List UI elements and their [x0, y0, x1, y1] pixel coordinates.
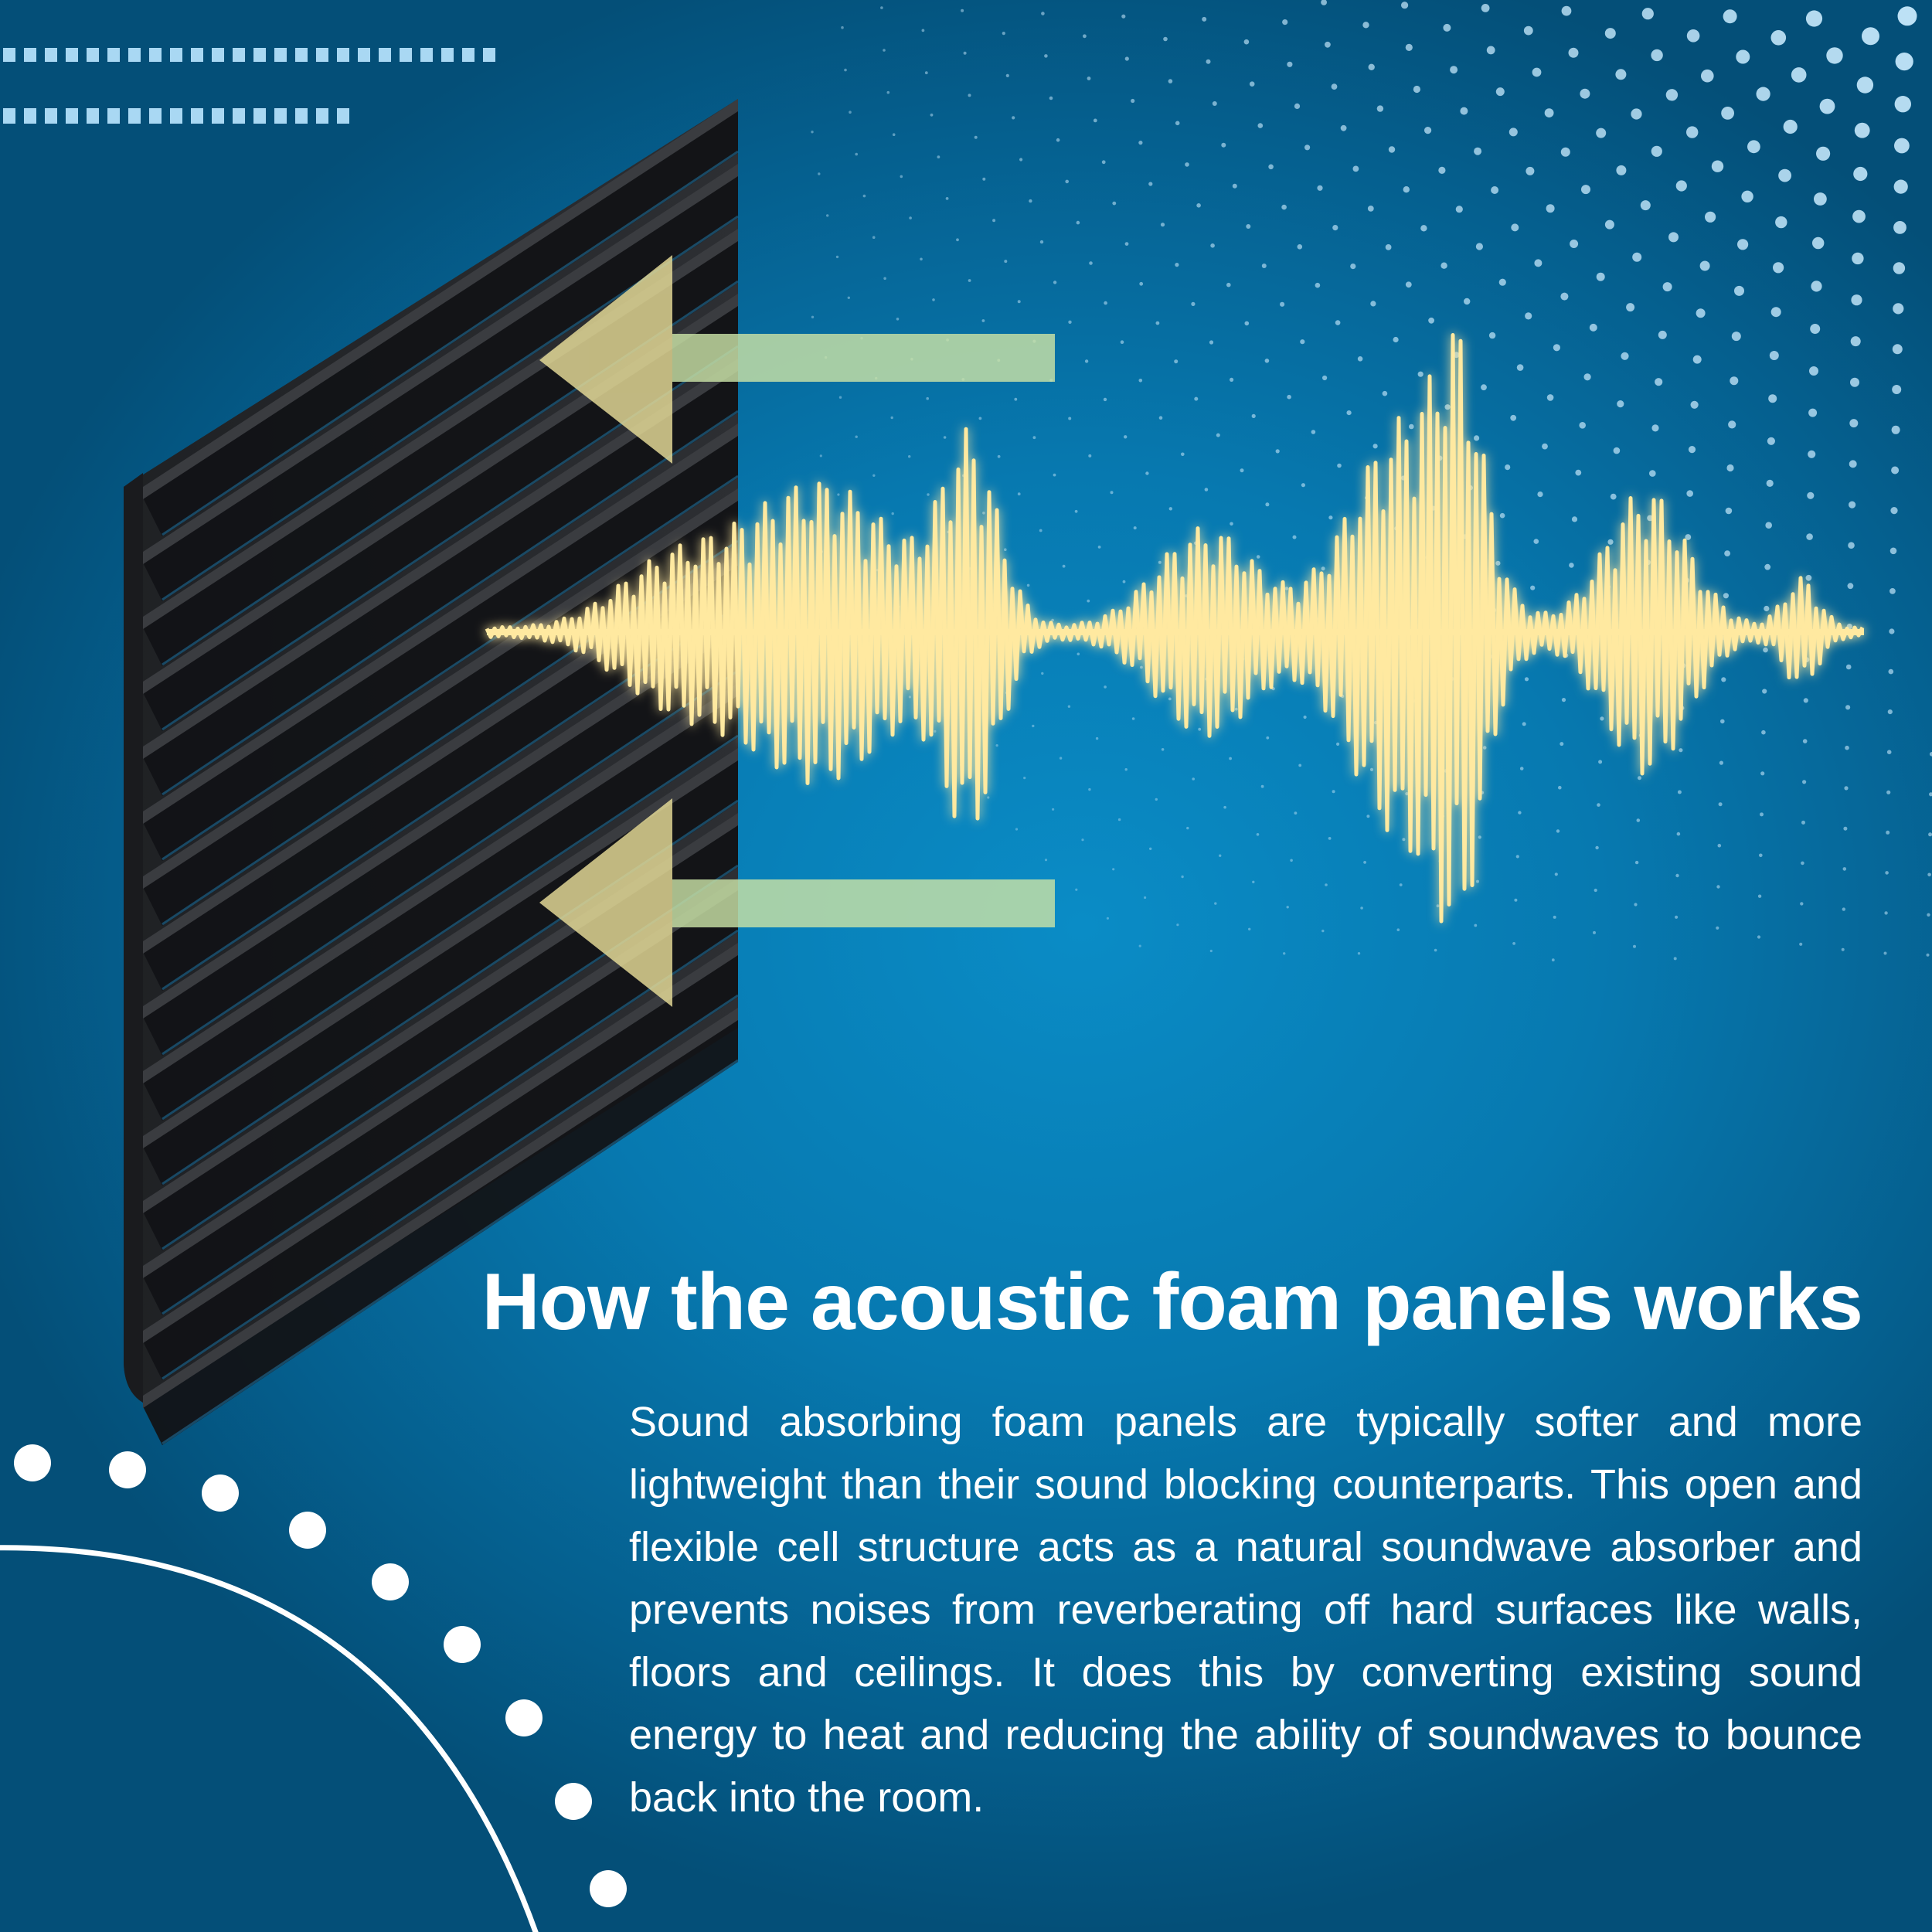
arc-dots-decoration [14, 1444, 627, 1907]
body-paragraph: Sound absorbing foam panels are typicall… [629, 1399, 1862, 1821]
sound-waveform [485, 333, 1865, 923]
arrow-left-icon [539, 798, 1055, 1007]
dashed-lines-decoration [3, 48, 495, 124]
halftone-dots-decoration [811, 0, 1932, 962]
arrow-left-icon [539, 255, 1055, 464]
arc-decoration [0, 1545, 539, 1932]
page-title: How the acoustic foam panels works [481, 1257, 1863, 1347]
acoustic-foam-panel-illustration [124, 99, 739, 1445]
